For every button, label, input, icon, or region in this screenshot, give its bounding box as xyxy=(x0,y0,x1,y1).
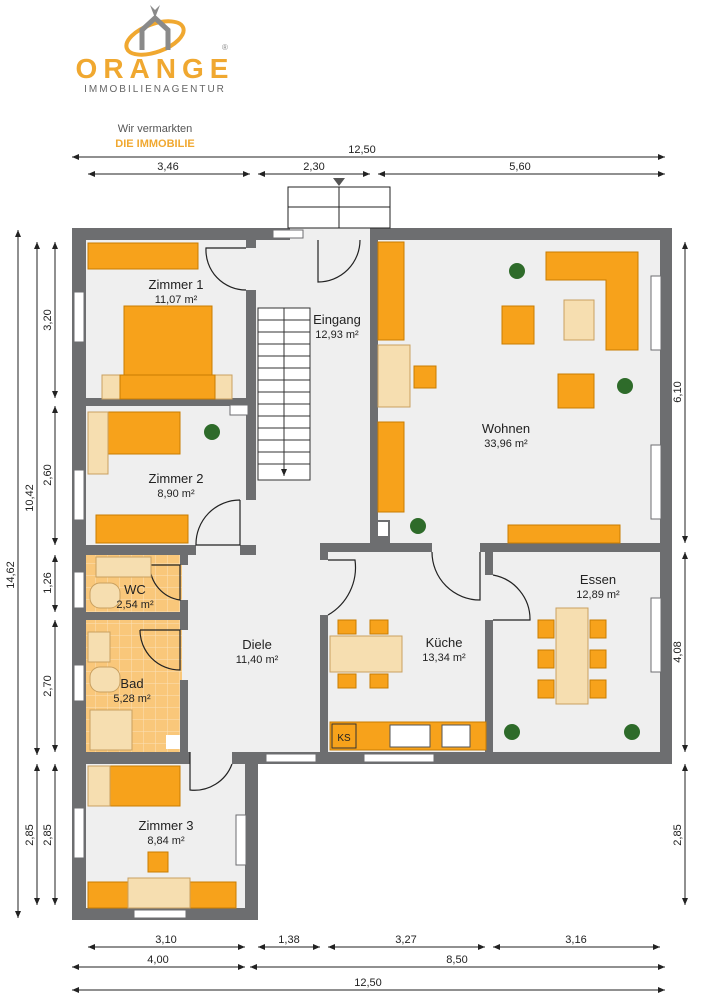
fridge xyxy=(331,723,357,749)
toilet xyxy=(89,582,121,609)
dim-label: 3,46 xyxy=(157,161,178,173)
armchair xyxy=(557,373,595,409)
room-area: 12,93 m² xyxy=(315,329,359,341)
dimension-labels: 12,50 3,46 2,30 5,60 14,62 10,42 2,85 3,… xyxy=(5,144,684,989)
plant-icon xyxy=(204,263,640,740)
logo-subtitle: IMMOBILIENAGENTUR xyxy=(84,84,226,95)
furniture xyxy=(87,241,640,909)
staircase xyxy=(257,307,311,481)
dimension-lines xyxy=(15,154,688,993)
logo-leaf-icon xyxy=(150,5,160,18)
dim-label: 12,50 xyxy=(348,144,376,156)
chair xyxy=(413,365,437,389)
sideboard xyxy=(507,524,621,544)
entrance-arrow-icon xyxy=(333,178,345,186)
dim-label: 8,50 xyxy=(446,954,467,966)
room-name: Zimmer 3 xyxy=(139,818,194,833)
room-area: 5,28 m² xyxy=(113,693,151,705)
desk xyxy=(95,514,189,544)
room-area: 13,34 m² xyxy=(422,652,466,664)
dim-label: 1,38 xyxy=(278,934,299,946)
room-area: 11,07 m² xyxy=(155,294,198,306)
entrance-porch[interactable] xyxy=(287,178,391,229)
room-name: Bad xyxy=(120,676,143,691)
dim-label: 14,62 xyxy=(5,561,17,589)
room-name: Diele xyxy=(242,637,272,652)
dim-label: 3,10 xyxy=(155,934,176,946)
shaft xyxy=(378,522,388,536)
armchair xyxy=(501,305,535,345)
room-area: 8,84 m² xyxy=(147,835,185,847)
dim-label: 5,60 xyxy=(509,161,530,173)
dim-label: 2,30 xyxy=(303,161,324,173)
dim-label: 12,50 xyxy=(354,977,382,989)
kitchen-sink xyxy=(389,724,431,748)
dim-label: 1,26 xyxy=(42,572,54,593)
room-name: Eingang xyxy=(313,312,361,327)
room-area: 11,40 m² xyxy=(236,654,279,666)
room-name: Zimmer 2 xyxy=(149,471,204,486)
room-area: 12,89 m² xyxy=(576,589,620,601)
shaft xyxy=(166,735,180,749)
dim-label: 4,08 xyxy=(672,641,684,662)
fridge-label: KS xyxy=(337,733,351,744)
coffee-table xyxy=(563,299,595,341)
dim-label: 10,42 xyxy=(24,484,36,512)
dim-label: 3,20 xyxy=(42,309,54,330)
room-area: 33,96 m² xyxy=(484,438,528,450)
shelf xyxy=(377,241,405,341)
shaft xyxy=(229,404,249,416)
logo-registered: ® xyxy=(222,43,228,52)
desk xyxy=(377,344,411,408)
sofa xyxy=(545,251,639,351)
dim-label: 2,85 xyxy=(42,824,54,845)
cooktop xyxy=(441,724,471,748)
dining-table xyxy=(555,607,589,705)
room-area: 2,54 m² xyxy=(116,599,154,611)
tagline-line2: DIE IMMOBILIE xyxy=(115,138,194,150)
windows[interactable] xyxy=(73,229,662,919)
dim-label: 2,85 xyxy=(24,824,36,845)
kitchen-table xyxy=(329,635,403,673)
chair xyxy=(147,851,169,873)
room-name: Zimmer 1 xyxy=(149,277,204,292)
room-name: Essen xyxy=(580,572,616,587)
room-name: WC xyxy=(124,582,146,597)
shelf xyxy=(377,421,405,513)
dim-label: 2,70 xyxy=(42,675,54,696)
shower xyxy=(89,709,133,751)
dim-label: 2,85 xyxy=(672,824,684,845)
dim-label: 3,16 xyxy=(565,934,586,946)
room-name: Küche xyxy=(426,635,463,650)
dim-label: 6,10 xyxy=(672,381,684,402)
dim-label: 4,00 xyxy=(147,954,168,966)
tagline-line1: Wir vermarkten xyxy=(118,123,193,135)
logo-brand: ORANGE xyxy=(76,53,235,84)
dim-label: 3,27 xyxy=(395,934,416,946)
room-area: 8,90 m² xyxy=(157,488,195,500)
doors[interactable] xyxy=(139,239,531,791)
dim-label: 2,60 xyxy=(42,464,54,485)
bad-sink xyxy=(87,631,111,663)
wardrobe xyxy=(87,242,199,270)
company-logo: ORANGE ® IMMOBILIENAGENTUR xyxy=(76,5,235,95)
room-name: Wohnen xyxy=(482,421,530,436)
room-labels: Zimmer 1 11,07 m² Eingang 12,93 m² Wohne… xyxy=(113,277,620,847)
toilet xyxy=(89,666,121,693)
wc-sink xyxy=(95,556,152,578)
